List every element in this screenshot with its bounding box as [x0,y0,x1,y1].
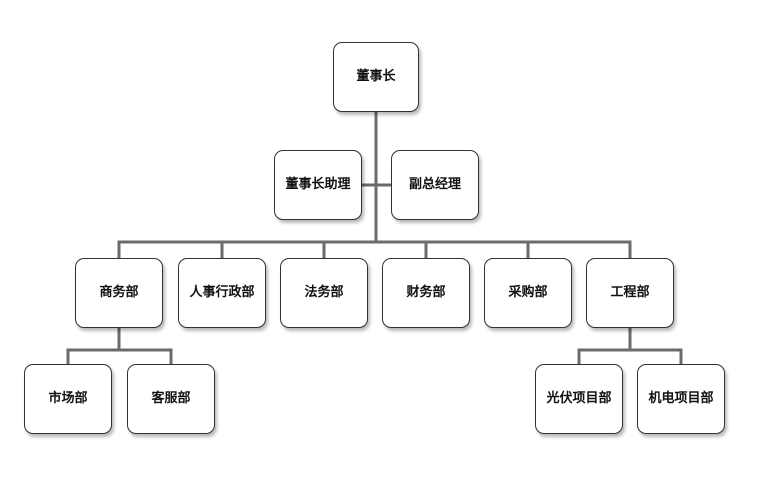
node-chairman: 董事长 [333,42,419,112]
node-legal-dept-label: 法务部 [304,285,344,300]
node-finance-dept-label: 财务部 [406,285,446,300]
node-vice-manager-label: 副总经理 [408,177,461,192]
node-legal-dept: 法务部 [280,258,368,328]
node-customer-service-dept-label: 客服部 [151,391,191,406]
node-purchasing-dept: 采购部 [484,258,572,328]
node-engineering-dept-label: 工程部 [610,285,650,300]
node-finance-dept: 财务部 [382,258,470,328]
node-electromechanical-project-dept: 机电项目部 [637,364,725,434]
node-engineering-dept: 工程部 [586,258,674,328]
node-electromechanical-project-dept-label: 机电项目部 [648,391,714,406]
node-business-dept-label: 商务部 [99,285,139,300]
node-hr-admin-dept: 人事行政部 [178,258,266,328]
node-chairman-label: 董事长 [356,69,396,84]
node-vice-manager: 副总经理 [391,150,479,220]
node-hr-admin-dept-label: 人事行政部 [189,285,255,300]
node-market-dept-label: 市场部 [48,391,88,406]
node-photovoltaic-project-dept: 光伏项目部 [535,364,623,434]
node-chairman-assistant-label: 董事长助理 [285,177,351,192]
node-photovoltaic-project-dept-label: 光伏项目部 [546,391,612,406]
node-purchasing-dept-label: 采购部 [508,285,548,300]
node-business-dept: 商务部 [75,258,163,328]
node-market-dept: 市场部 [24,364,112,434]
node-customer-service-dept: 客服部 [127,364,215,434]
node-chairman-assistant: 董事长助理 [274,150,362,220]
